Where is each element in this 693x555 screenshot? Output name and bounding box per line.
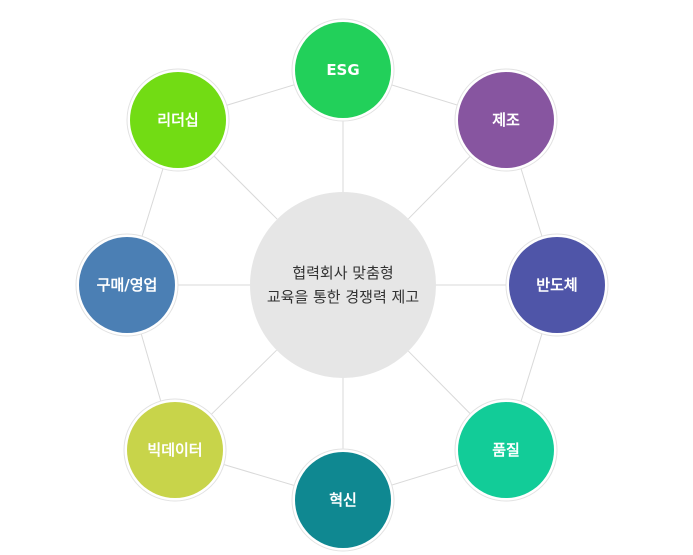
node-circle-innovation — [295, 452, 391, 548]
node-circle-esg — [295, 22, 391, 118]
node-circle-semiconductor — [509, 237, 605, 333]
node-label-leadership: 리더십 — [157, 111, 198, 129]
node-circle-quality — [458, 402, 554, 498]
node-circle-purchasing-sales — [79, 237, 175, 333]
node-esg: ESG — [291, 18, 395, 122]
center-circle — [250, 192, 436, 378]
spoke-quality — [408, 350, 472, 416]
spoke-leadership — [212, 154, 278, 220]
spoke-bigdata — [209, 349, 277, 417]
node-label-purchasing-sales: 구매/영업 — [97, 276, 158, 294]
node-label-quality: 품질 — [492, 441, 520, 459]
node-label-semiconductor: 반도체 — [536, 276, 577, 294]
node-circle-bigdata — [127, 402, 223, 498]
spoke-lines — [176, 119, 508, 451]
node-circle-manufacturing — [458, 72, 554, 168]
node-leadership: 리더십 — [126, 68, 230, 172]
node-bigdata: 빅데이터 — [123, 398, 227, 502]
center-hub: 협력회사 맞춤형 교육을 통한 경쟁력 제고 — [250, 192, 436, 378]
node-semiconductor: 반도체 — [505, 233, 609, 337]
node-label-bigdata: 빅데이터 — [147, 441, 202, 459]
node-circle-leadership — [130, 72, 226, 168]
center-label-line1: 협력회사 맞춤형 — [292, 264, 393, 282]
node-label-manufacturing: 제조 — [492, 111, 520, 129]
node-manufacturing: 제조 — [454, 68, 558, 172]
spoke-manufacturing — [408, 154, 472, 220]
node-purchasing-sales: 구매/영업 — [75, 233, 179, 337]
node-label-innovation: 혁신 — [329, 491, 357, 509]
node-label-esg: ESG — [326, 61, 359, 79]
center-label-line2: 교육을 통한 경쟁력 제고 — [267, 288, 419, 306]
node-quality: 품질 — [454, 398, 558, 502]
node-innovation: 혁신 — [291, 448, 395, 552]
